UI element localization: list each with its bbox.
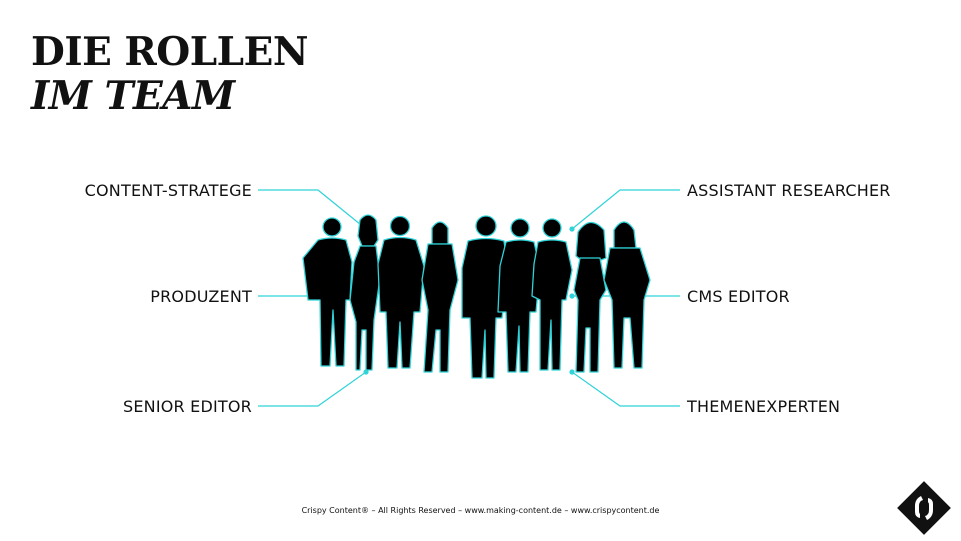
silhouette-person-1 bbox=[302, 217, 353, 367]
slide-title: DIE ROLLEN IM TEAM bbox=[31, 30, 308, 118]
role-label-assistant-researcher: ASSISTANT RESEARCHER bbox=[687, 181, 891, 200]
connector-themenexperten bbox=[571, 371, 680, 407]
role-label-content-stratege: CONTENT-STRATEGE bbox=[84, 181, 252, 200]
role-label-cms-editor: CMS EDITOR bbox=[687, 287, 790, 306]
connector-content-stratege bbox=[258, 189, 367, 230]
role-label-themenexperten: THEMENEXPERTEN bbox=[687, 397, 841, 416]
silhouette-person-9 bbox=[603, 221, 651, 369]
title-line-2: IM TEAM bbox=[31, 73, 235, 119]
connector-lines bbox=[258, 189, 680, 407]
connector-assistant-researcher bbox=[571, 189, 680, 230]
role-label-senior-editor: SENIOR EDITOR bbox=[123, 397, 252, 416]
silhouette-group bbox=[302, 214, 651, 379]
footer-copyright: Crispy Content® – All Rights Reserved – … bbox=[301, 506, 660, 515]
role-label-produzent: PRODUZENT bbox=[150, 287, 252, 306]
silhouette-person-4 bbox=[421, 221, 459, 373]
connector-senior-editor bbox=[258, 371, 367, 407]
silhouette-person-7 bbox=[531, 218, 573, 371]
silhouette-person-2 bbox=[349, 214, 381, 371]
silhouette-person-8 bbox=[573, 221, 607, 373]
title-line-1: DIE ROLLEN bbox=[31, 29, 308, 75]
silhouette-person-3 bbox=[377, 215, 425, 369]
